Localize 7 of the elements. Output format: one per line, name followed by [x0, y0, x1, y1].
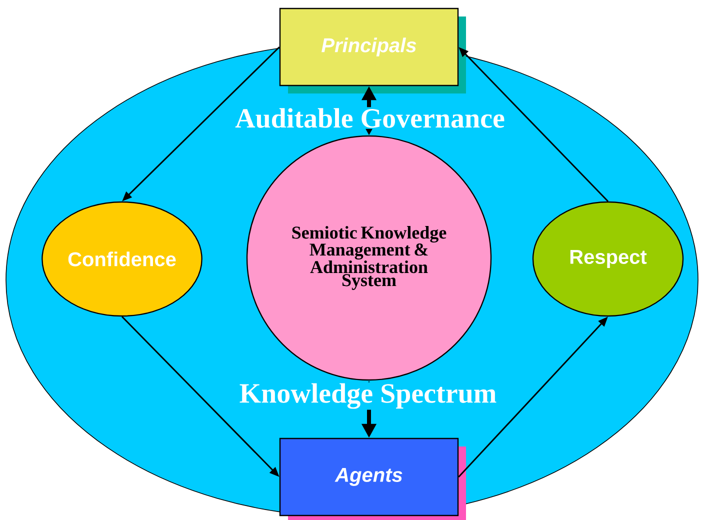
- edge-label: Knowledge Spectrum: [238, 382, 498, 410]
- process-box: Agents: [279, 438, 466, 520]
- ellipse-node: Respect: [532, 201, 684, 317]
- circle-node: Semiotic Knowledge Management & Administration System: [246, 135, 492, 381]
- process-box: Principals: [279, 8, 466, 94]
- ellipse-node: Confidence: [42, 201, 202, 317]
- edge-label: Auditable Governance: [234, 107, 506, 129]
